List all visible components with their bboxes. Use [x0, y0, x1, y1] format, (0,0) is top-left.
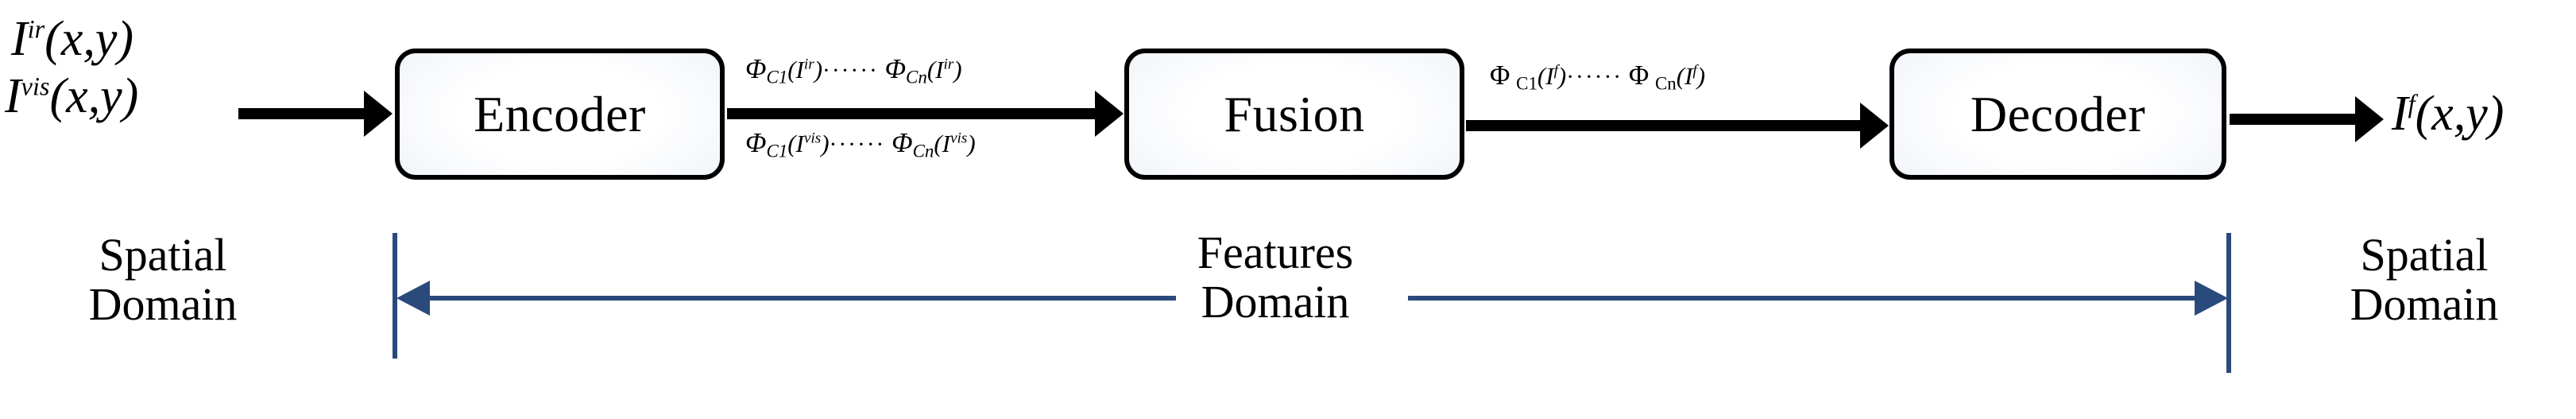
- feature-ir-arg-last: I: [935, 56, 944, 83]
- input-ir-superscript: ir: [27, 14, 45, 44]
- domain-arrowhead-right-icon: [2195, 281, 2228, 316]
- input-vis-superscript: vis: [21, 72, 50, 101]
- feature-ir-arg-first: I: [795, 56, 804, 83]
- feature-vis-sub-first: C1: [766, 141, 788, 161]
- module-fusion-label: Fusion: [1224, 85, 1365, 142]
- input-ir-base: I: [11, 12, 28, 66]
- domain-tick-left: [393, 233, 397, 359]
- domain-tick-right: [2226, 233, 2231, 373]
- domain-left-line2: Domain: [88, 278, 238, 331]
- output-label-fused: If(x,y): [2392, 89, 2504, 138]
- arrow-fusion-to-decoder: [1466, 120, 1862, 131]
- feature-fused-ellipsis: ······: [1566, 64, 1623, 90]
- input-ir-args: (x,y): [44, 12, 134, 66]
- feature-vis-argsup-last: vis: [950, 130, 968, 147]
- feature-ir-ellipsis: ······: [822, 58, 879, 83]
- feature-ir-sub-first: C1: [766, 67, 788, 87]
- feature-label-infrared: ΦC1(Iir)······ ΦCn(Iir): [745, 53, 962, 87]
- feature-fused-phi-first: Φ: [1490, 60, 1510, 91]
- feature-ir-argsup-first: ir: [803, 56, 814, 73]
- feature-fused-arg-last: I: [1684, 62, 1693, 90]
- domain-arrowhead-left-icon: [396, 281, 430, 316]
- feature-ir-sub-last: Cn: [906, 67, 927, 87]
- feature-ir-phi-first: Φ: [745, 53, 767, 84]
- feature-vis-arg-first: I: [795, 130, 804, 157]
- feature-fused-phi-last: Φ: [1628, 60, 1650, 91]
- domain-right-line2: Domain: [2350, 278, 2499, 331]
- domain-left-line1: Spatial: [99, 229, 227, 281]
- domain-span-line-left: [426, 296, 1176, 301]
- input-label-visible: Ivis(x,y): [5, 72, 138, 121]
- module-fusion[interactable]: Fusion: [1124, 48, 1464, 180]
- domain-label-right: Spatial Domain: [2272, 229, 2576, 331]
- feature-vis-phi-last: Φ: [892, 127, 913, 158]
- domain-label-center: Features Domain: [1144, 227, 1406, 328]
- output-args: (x,y): [2415, 87, 2504, 141]
- arrow-decoder-to-output: [2230, 114, 2357, 125]
- feature-fused-arg-first: I: [1545, 62, 1554, 90]
- input-label-infrared: Iir(x,y): [11, 14, 133, 64]
- module-encoder[interactable]: Encoder: [395, 48, 725, 180]
- feature-label-visible: ΦC1(Ivis)······ ΦCn(Ivis): [745, 127, 976, 161]
- domain-label-left: Spatial Domain: [0, 229, 326, 331]
- feature-vis-argsup-first: vis: [803, 130, 822, 147]
- feature-fused-sub-last: Cn: [1654, 73, 1677, 94]
- domain-span-line-right: [1408, 296, 2196, 301]
- arrow-input-to-encoder: [238, 108, 366, 119]
- arrow-encoder-to-fusion: [727, 108, 1097, 119]
- feature-vis-phi-first: Φ: [745, 127, 767, 158]
- domain-right-line1: Spatial: [2360, 229, 2489, 281]
- module-decoder-label: Decoder: [1970, 85, 2146, 142]
- module-encoder-label: Encoder: [474, 85, 646, 142]
- feature-vis-ellipsis: ······: [829, 132, 886, 157]
- output-superscript: f: [2408, 89, 2415, 118]
- feature-fused-argsup-last: f: [1692, 62, 1697, 80]
- input-vis-args: (x,y): [49, 69, 139, 123]
- output-base: I: [2392, 87, 2408, 141]
- feature-ir-phi-last: Φ: [884, 53, 907, 84]
- domain-center-line2: Domain: [1201, 276, 1350, 328]
- feature-vis-sub-last: Cn: [912, 141, 934, 161]
- feature-ir-argsup-last: ir: [943, 56, 954, 73]
- input-vis-base: I: [5, 69, 21, 123]
- module-decoder[interactable]: Decoder: [1889, 48, 2226, 180]
- feature-vis-arg-last: I: [942, 130, 950, 157]
- feature-fused-sub-first: C1: [1516, 73, 1537, 94]
- feature-fused-argsup-first: f: [1553, 62, 1558, 80]
- domain-center-line1: Features: [1197, 227, 1354, 278]
- feature-label-fused: Φ C1(If)······ Φ Cn(If): [1490, 60, 1706, 94]
